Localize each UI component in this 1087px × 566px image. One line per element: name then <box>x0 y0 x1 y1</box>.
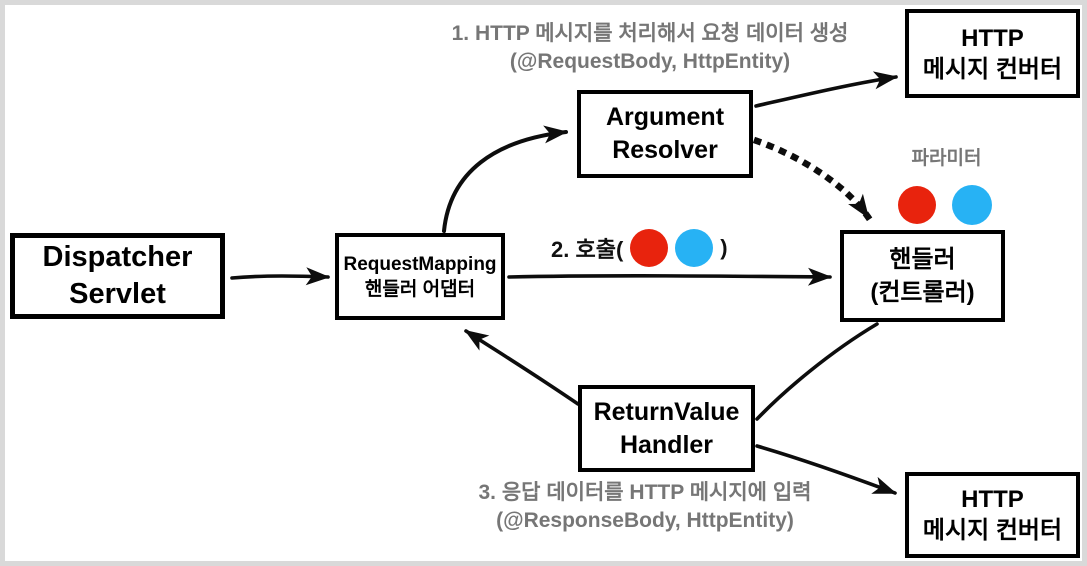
node-handler-controller: 핸들러 (컨트롤러) <box>840 230 1005 322</box>
node-label-line: Dispatcher <box>42 241 193 273</box>
node-label-line: HTTP <box>961 486 1024 513</box>
node-request-mapping-handler-adapter: RequestMapping 핸들러 어댑터 <box>335 233 505 320</box>
annotation-step1-line2: (@RequestBody, HttpEntity) <box>509 50 791 73</box>
annotation-step3-line1: 3. 응답 데이터를 HTTP 메시지에 입력 <box>478 481 812 504</box>
arrow-adapter-call-handler-icon <box>507 267 832 286</box>
annotation-step1: 1. HTTP 메시지를 처리해서 요청 데이터 생성 (@RequestBod… <box>395 20 905 76</box>
node-return-value-handler: ReturnValue Handler <box>578 385 755 472</box>
parameter-blue-circle-icon <box>952 185 992 225</box>
arrow-dispatcher-to-adapter-icon <box>230 267 330 286</box>
annotation-step2-call: 2. 호출( ) <box>551 227 728 269</box>
node-label-line: RequestMapping <box>343 253 497 275</box>
node-argument-resolver: Argument Resolver <box>577 90 753 178</box>
annotation-step3-line2: (@ResponseBody, HttpEntity) <box>496 509 794 532</box>
node-label-line: HTTP <box>961 24 1024 52</box>
annotation-parameter-label: 파라미터 <box>911 148 982 169</box>
node-label-line: Argument <box>605 103 725 131</box>
node-dispatcher-servlet: Dispatcher Servlet <box>10 233 225 319</box>
dashed-arrow-argument-resolver-to-handler-icon <box>752 136 873 222</box>
call-red-circle-icon <box>630 229 669 267</box>
call-blue-circle-icon <box>675 229 714 267</box>
call-blue-circle-shape <box>675 229 714 267</box>
node-label-line: Handler <box>619 430 714 459</box>
node-label-line: 핸들러 <box>889 246 956 273</box>
arrow-argument-resolver-to-http-converter-icon <box>754 71 898 108</box>
annotation-step1-line1: 1. HTTP 메시지를 처리해서 요청 데이터 생성 <box>451 22 849 45</box>
annotation-step2-suffix: ) <box>720 235 728 260</box>
parameter-red-circle-icon <box>898 186 936 224</box>
arrow-adapter-to-argument-resolver-icon <box>442 125 568 233</box>
node-http-message-converter-top: HTTP 메시지 컨버터 <box>905 9 1080 98</box>
node-label-line: ReturnValue <box>593 397 740 426</box>
node-label-line: 메시지 컨버터 <box>922 517 1063 544</box>
node-label-line: 메시지 컨버터 <box>922 55 1063 83</box>
node-label-line: Resolver <box>612 136 718 164</box>
annotation-step2-prefix: 2. 호출( <box>551 237 624 262</box>
arrow-return-value-handler-to-adapter-icon <box>464 329 580 406</box>
node-http-message-converter-bottom: HTTP 메시지 컨버터 <box>905 472 1080 558</box>
annotation-step3: 3. 응답 데이터를 HTTP 메시지에 입력 (@ResponseBody, … <box>390 479 900 535</box>
arrow-return-value-handler-to-http-converter-icon <box>755 444 897 495</box>
node-label-line: 핸들러 어댑터 <box>364 278 476 300</box>
node-label-line: (컨트롤러) <box>870 279 975 306</box>
connector-handler-to-return-value-handler-icon <box>755 322 879 421</box>
node-label-line: Servlet <box>69 278 166 310</box>
call-red-circle-shape <box>630 229 669 267</box>
